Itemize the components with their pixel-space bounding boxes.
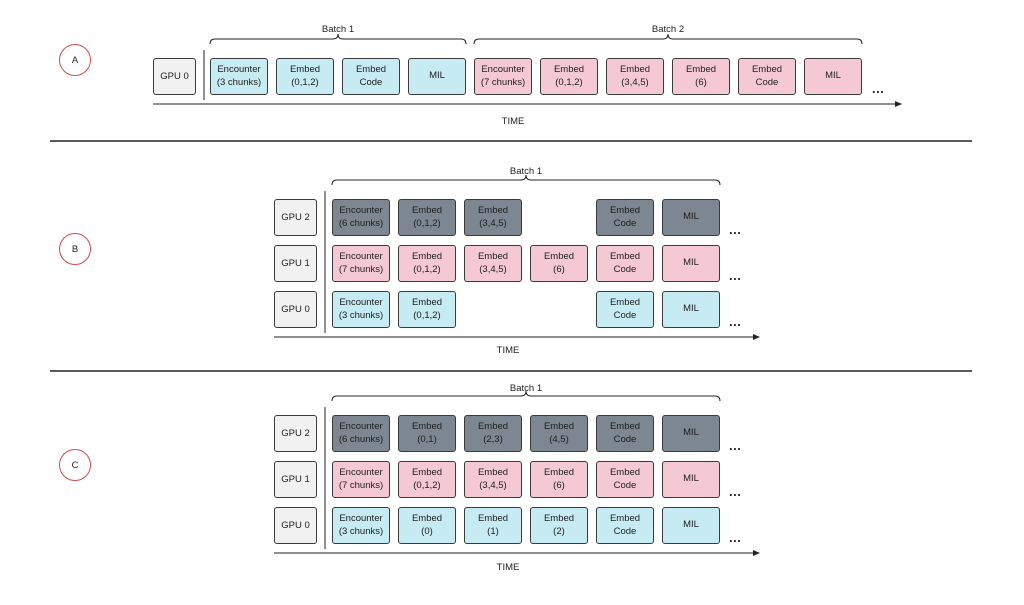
- task-block: Embed Code: [596, 461, 654, 498]
- ellipsis: ...: [872, 81, 885, 96]
- task-block: Embed Code: [738, 58, 796, 95]
- task-block: MIL: [662, 291, 720, 328]
- task-block: MIL: [804, 58, 862, 95]
- task-block: Embed (4,5): [530, 415, 588, 452]
- ellipsis: ...: [729, 484, 742, 499]
- batch-brace: [331, 174, 721, 186]
- task-block: Embed (6): [672, 58, 730, 95]
- task-block: Embed Code: [596, 507, 654, 544]
- task-block: Embed Code: [342, 58, 400, 95]
- gpu-label: GPU 2: [274, 415, 317, 452]
- gpu-label: GPU 1: [274, 245, 317, 282]
- gpu-label: GPU 2: [274, 199, 317, 236]
- batch-brace: [209, 33, 467, 45]
- task-block: Embed (2): [530, 507, 588, 544]
- task-block: Embed (1): [464, 507, 522, 544]
- ellipsis: ...: [729, 438, 742, 453]
- task-block: Embed Code: [596, 245, 654, 282]
- task-block: Encounter (6 chunks): [332, 415, 390, 452]
- task-block: Embed (0,1,2): [276, 58, 334, 95]
- task-block: Embed (0,1,2): [398, 461, 456, 498]
- batch-label: Batch 1: [509, 383, 543, 394]
- ellipsis: ...: [729, 222, 742, 237]
- task-block: MIL: [662, 199, 720, 236]
- task-block: Embed (0,1,2): [398, 291, 456, 328]
- panel-a-label-circle: A: [59, 44, 91, 76]
- task-block: Embed Code: [596, 291, 654, 328]
- panel-c-time-axis-head: [753, 550, 760, 556]
- task-block: Encounter (7 chunks): [474, 58, 532, 95]
- task-block: Embed (0,1): [398, 415, 456, 452]
- batch-label: Batch 1: [509, 166, 543, 177]
- task-block: Encounter (3 chunks): [210, 58, 268, 95]
- panel-c-label-circle: C: [59, 449, 91, 481]
- task-block: Embed (3,4,5): [464, 461, 522, 498]
- task-block: Embed (0,1,2): [540, 58, 598, 95]
- task-block: Embed Code: [596, 199, 654, 236]
- panel-b-label-circle: B: [59, 233, 91, 265]
- task-block: Embed (6): [530, 245, 588, 282]
- batch-label: Batch 1: [321, 24, 355, 35]
- task-block: Embed (6): [530, 461, 588, 498]
- ellipsis: ...: [729, 530, 742, 545]
- gpu-label: GPU 0: [274, 291, 317, 328]
- panel-a-time-axis-head: [895, 101, 902, 107]
- task-block: Encounter (7 chunks): [332, 245, 390, 282]
- time-axis-label: TIME: [496, 345, 520, 356]
- panel-b-time-axis-head: [753, 334, 760, 340]
- task-block: Embed (3,4,5): [464, 245, 522, 282]
- batch-brace: [331, 390, 721, 402]
- task-block: Embed (3,4,5): [464, 199, 522, 236]
- task-block: Embed (0,1,2): [398, 199, 456, 236]
- gpu-label: GPU 1: [274, 461, 317, 498]
- task-block: Embed (2,3): [464, 415, 522, 452]
- ellipsis: ...: [729, 314, 742, 329]
- task-block: MIL: [408, 58, 466, 95]
- task-block: Embed (0): [398, 507, 456, 544]
- task-block: Embed (0,1,2): [398, 245, 456, 282]
- task-block: Embed (3,4,5): [606, 58, 664, 95]
- gpu-label: GPU 0: [274, 507, 317, 544]
- task-block: Encounter (3 chunks): [332, 507, 390, 544]
- time-axis-label: TIME: [496, 562, 520, 573]
- task-block: Encounter (7 chunks): [332, 461, 390, 498]
- task-block: MIL: [662, 245, 720, 282]
- batch-label: Batch 2: [651, 24, 685, 35]
- task-block: MIL: [662, 461, 720, 498]
- task-block: Encounter (3 chunks): [332, 291, 390, 328]
- gpu-label: GPU 0: [153, 58, 196, 95]
- ellipsis: ...: [729, 268, 742, 283]
- task-block: MIL: [662, 507, 720, 544]
- task-block: Encounter (6 chunks): [332, 199, 390, 236]
- batch-brace: [473, 33, 863, 45]
- time-axis-label: TIME: [501, 116, 525, 127]
- task-block: Embed Code: [596, 415, 654, 452]
- task-block: MIL: [662, 415, 720, 452]
